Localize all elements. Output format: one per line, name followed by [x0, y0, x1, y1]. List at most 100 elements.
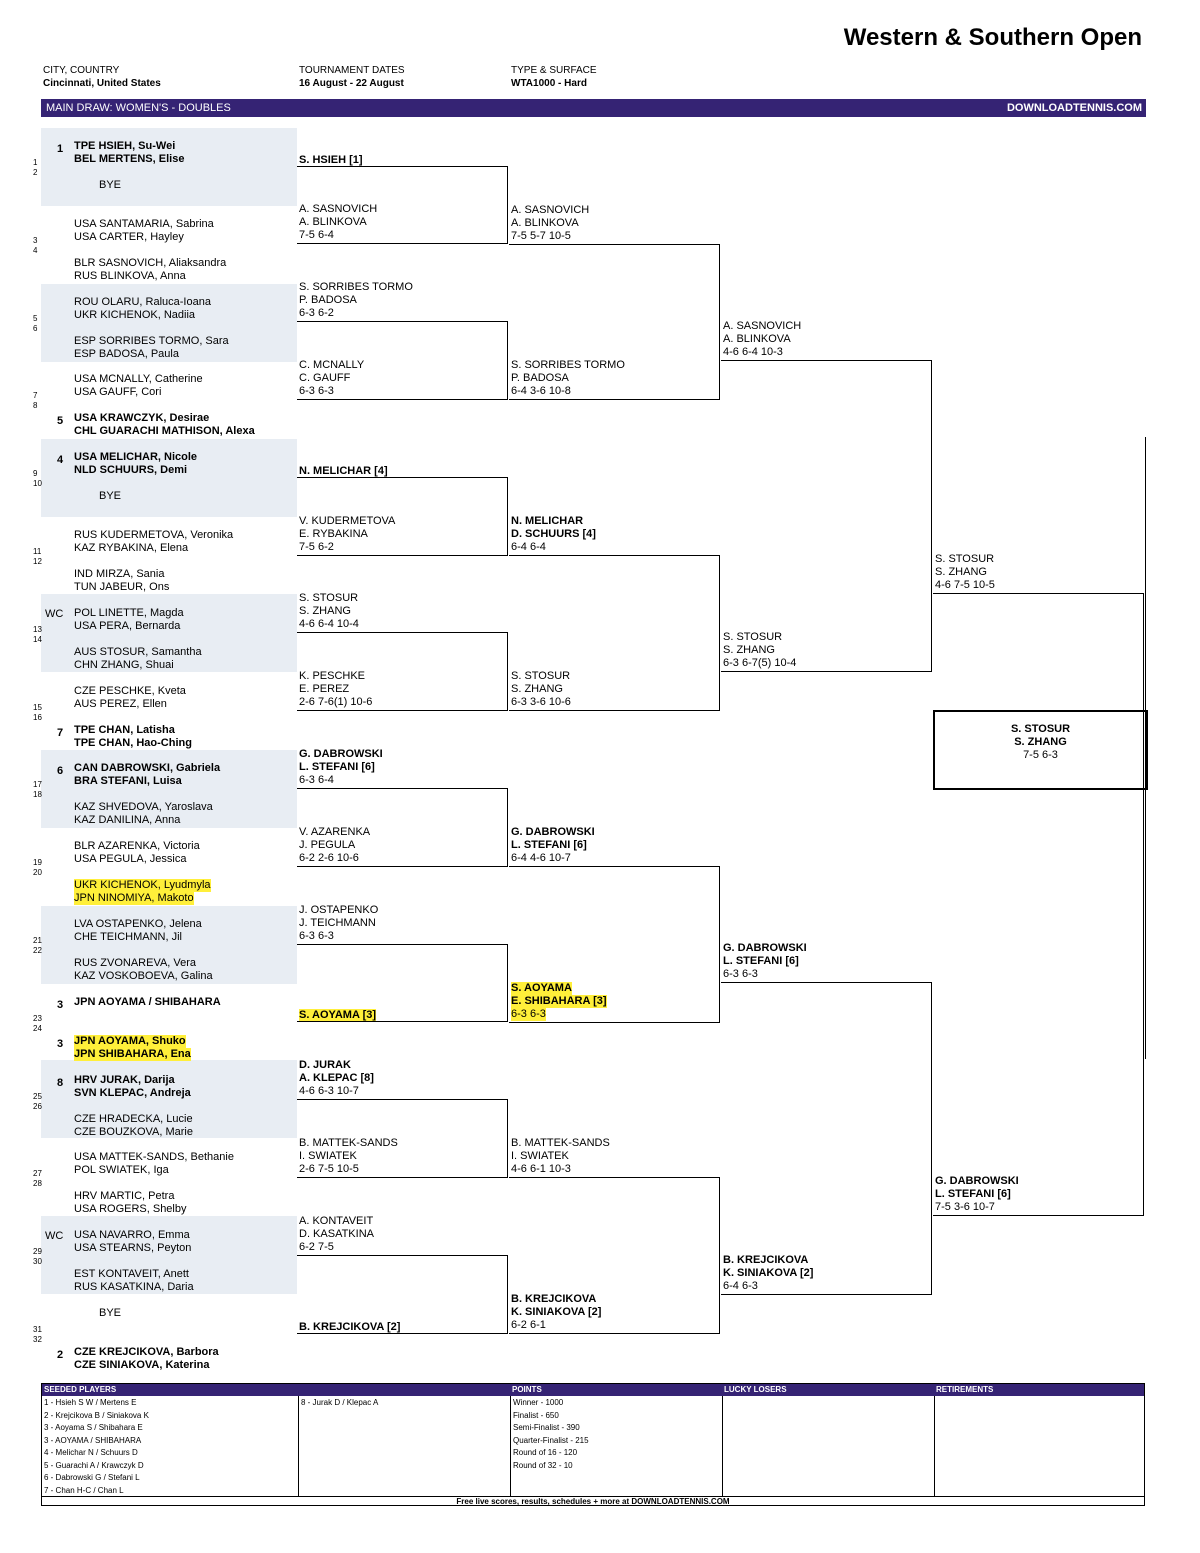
player-name: KAZ RYBAKINA, Elena [74, 542, 189, 554]
winner-name: I. SWIATEK [511, 1150, 569, 1162]
player-name: USA CARTER, Hayley [74, 230, 184, 243]
retirements-header: RETIREMENTS [936, 1385, 994, 1394]
winner-name: G. DABROWSKI [511, 826, 595, 838]
table-cell: Quarter-Finalist - 215 [513, 1435, 589, 1445]
site-link[interactable]: DOWNLOADTENNIS.COM [1006, 102, 1142, 114]
winner-name: A. KONTAVEIT [299, 1215, 374, 1227]
winner-name: S. HSIEH [1] [299, 154, 363, 166]
seed-number: 6 [57, 765, 64, 778]
player-name: CHE TEICHMANN, Jil [74, 931, 182, 943]
player-name: RUS BLINKOVA, Anna [74, 269, 186, 282]
seed-number: 2 [57, 1348, 64, 1361]
winner-name: E. RYBAKINA [299, 528, 368, 540]
draw-position: 20 [33, 868, 42, 878]
player-name: JPN AOYAMA, Shuko [74, 1034, 186, 1048]
table-cell: 8 - Jurak D / Klepac A [301, 1398, 379, 1407]
bracket-line [719, 1177, 720, 1334]
player-name: BLR AZARENKA, Victoria [74, 840, 200, 853]
player-name: USA KRAWCZYK, Desirae [74, 412, 210, 425]
winner-name: J. PEGULA [299, 839, 356, 851]
winner-name: G. DABROWSKI [723, 942, 807, 954]
match-score: 6-4 6-4 [511, 541, 546, 553]
player-name: BEL MERTENS, Elise [74, 153, 185, 165]
bracket-line [297, 866, 508, 867]
bracket-line [297, 555, 508, 556]
player-name: POL SWIATEK, Iga [74, 1164, 169, 1177]
match-score: 6-2 6-1 [511, 1319, 546, 1331]
draw-section-shade [41, 750, 297, 828]
winner-name: D. SCHUURS [4] [511, 528, 596, 540]
draw-position: 31 [33, 1325, 42, 1334]
player-name: USA GAUFF, Cori [74, 386, 162, 399]
draw-position: 25 [33, 1091, 42, 1101]
draw-position: 15 [33, 702, 42, 712]
winner-name: K. SINIAKOVA [2] [511, 1306, 602, 1318]
player-name: USA MATTEK-SANDS, Bethanie [74, 1151, 234, 1164]
tournament-title: Western & Southern Open [843, 24, 1142, 51]
player-name: USA PERA, Bernarda [74, 619, 181, 632]
player-name: CHL GUARACHI MATHISON, Alexa [74, 425, 255, 438]
match-score: 6-3 6-7(5) 10-4 [723, 657, 797, 669]
table-cell: Round of 16 - 120 [513, 1448, 578, 1457]
player-name: USA NAVARRO, Emma [74, 1229, 190, 1242]
footer-note: Free live scores, results, schedules + m… [42, 1496, 1144, 1507]
draw-position: 10 [33, 479, 42, 489]
player-name: USA MELICHAR, Nicole [74, 451, 198, 464]
draw-section-shade [41, 1216, 297, 1294]
bracket-line [297, 1021, 508, 1022]
seed-number: 7 [57, 726, 64, 739]
winner-name: J. TEICHMANN [299, 917, 376, 929]
match-score: 7-5 3-6 10-7 [935, 1201, 995, 1213]
bye-slot: BYE [99, 490, 122, 503]
bracket-line [721, 671, 932, 672]
draw-position: 18 [33, 790, 42, 800]
bracket-line [509, 1022, 720, 1023]
winner-name: S. STOSUR [935, 553, 995, 565]
type-label: TYPE & SURFACE [511, 65, 597, 76]
bracket-line [509, 866, 720, 867]
match-score: 6-3 6-4 [299, 774, 334, 786]
winner-name: I. SWIATEK [299, 1150, 357, 1162]
draw-position: 29 [33, 1247, 42, 1257]
bracket-line [509, 1333, 720, 1334]
winner-name: C. GAUFF [299, 372, 351, 384]
winner-name: L. STEFANI [6] [935, 1188, 1011, 1200]
winner-name: B. KREJCIKOVA [2] [299, 1321, 401, 1333]
seed-number: 8 [57, 1076, 64, 1089]
winner-name: A. SASNOVICH [299, 203, 378, 215]
bracket-line [509, 1177, 720, 1178]
bracket-line [297, 243, 508, 244]
winner-name: D. JURAK [299, 1059, 351, 1071]
draw-position: 30 [33, 1257, 42, 1267]
bracket-line [719, 866, 720, 1023]
match-score: 2-6 7-5 10-5 [299, 1163, 359, 1175]
bracket-line [297, 166, 508, 167]
draw-position: 6 [33, 323, 38, 333]
match-score: 7-5 5-7 10-5 [511, 230, 571, 242]
winner-name: A. BLINKOVA [511, 217, 579, 229]
draw-position: 8 [33, 401, 38, 411]
player-name: HRV MARTIC, Petra [74, 1190, 175, 1203]
winner-name: G. DABROWSKI [935, 1175, 1019, 1187]
lucky-losers-header: LUCKY LOSERS [724, 1385, 787, 1394]
player-name: USA ROGERS, Shelby [74, 1203, 187, 1216]
player-name: HRV JURAK, Darija [74, 1073, 175, 1086]
match-score: 4-6 7-5 10-5 [935, 579, 995, 591]
winner-name: L. STEFANI [6] [511, 839, 587, 851]
match-score: 6-3 3-6 10-6 [511, 696, 571, 708]
champion-player-2: S. ZHANG [1014, 736, 1067, 748]
winner-name: A. SASNOVICH [511, 204, 590, 216]
lucky-losers-column [723, 1396, 935, 1496]
bracket-line [931, 360, 932, 672]
player-name: ROU OLARU, Raluca-Ioana [74, 295, 211, 308]
city-value: Cincinnati, United States [43, 78, 161, 89]
draw-type-label: MAIN DRAW: WOMEN'S - DOUBLES [46, 102, 231, 114]
points-header: POINTS [512, 1385, 542, 1394]
draw-section-shade [41, 128, 297, 206]
player-name: POL LINETTE, Magda [74, 606, 184, 619]
draw-section-shade [41, 1060, 297, 1138]
bracket-line [507, 1099, 508, 1178]
table-cell: 5 - Guarachi A / Krawczyk D [44, 1460, 144, 1470]
winner-name: B. KREJCIKOVA [511, 1293, 597, 1305]
player-name: RUS KASATKINA, Daria [74, 1281, 194, 1294]
